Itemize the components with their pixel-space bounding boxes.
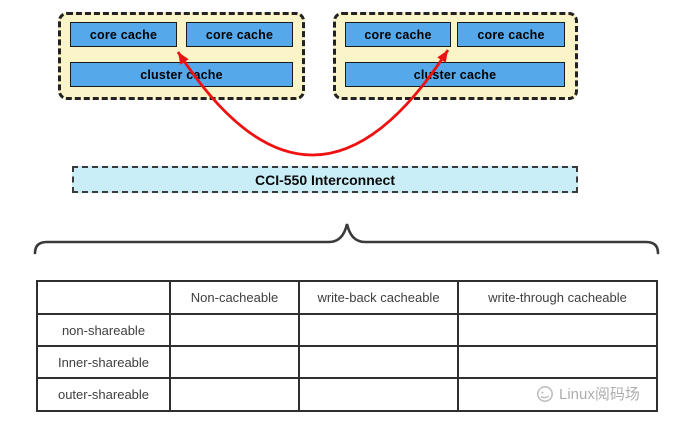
- table-cell: [169, 345, 300, 379]
- core-cache-box: core cache: [345, 22, 451, 47]
- table-cell: [457, 345, 658, 379]
- table-cell: [298, 345, 459, 379]
- table-header-row: Non-cacheable write-back cacheable write…: [36, 280, 658, 315]
- column-header-non-cacheable: Non-cacheable: [169, 280, 300, 315]
- table-cell: [298, 313, 459, 347]
- table-cell: [298, 377, 459, 412]
- table-row: non-shareable: [36, 313, 658, 347]
- table-cell: [457, 377, 658, 412]
- core-cache-box: core cache: [457, 22, 565, 47]
- column-header-write-through: write-through cacheable: [457, 280, 658, 315]
- table-cell: [169, 377, 300, 412]
- cluster-box-right: core cache core cache cluster cache: [333, 12, 578, 100]
- core-cache-box: core cache: [70, 22, 177, 47]
- column-header-blank: [36, 280, 171, 315]
- interconnect-box: CCI-550 Interconnect: [72, 166, 578, 193]
- table-row: Inner-shareable: [36, 345, 658, 379]
- cluster-box-left: core cache core cache cluster cache: [58, 12, 305, 100]
- table-row: outer-shareable: [36, 377, 658, 412]
- core-cache-box: core cache: [186, 22, 293, 47]
- cluster-cache-box: cluster cache: [70, 62, 293, 87]
- row-label-outer-shareable: outer-shareable: [36, 377, 171, 412]
- mapping-table: Non-cacheable write-back cacheable write…: [36, 280, 658, 412]
- cluster-cache-box: cluster cache: [345, 62, 565, 87]
- column-header-write-back: write-back cacheable: [298, 280, 459, 315]
- row-label-inner-shareable: Inner-shareable: [36, 345, 171, 379]
- table-cell: [457, 313, 658, 347]
- row-label-non-shareable: non-shareable: [36, 313, 171, 347]
- table-cell: [169, 313, 300, 347]
